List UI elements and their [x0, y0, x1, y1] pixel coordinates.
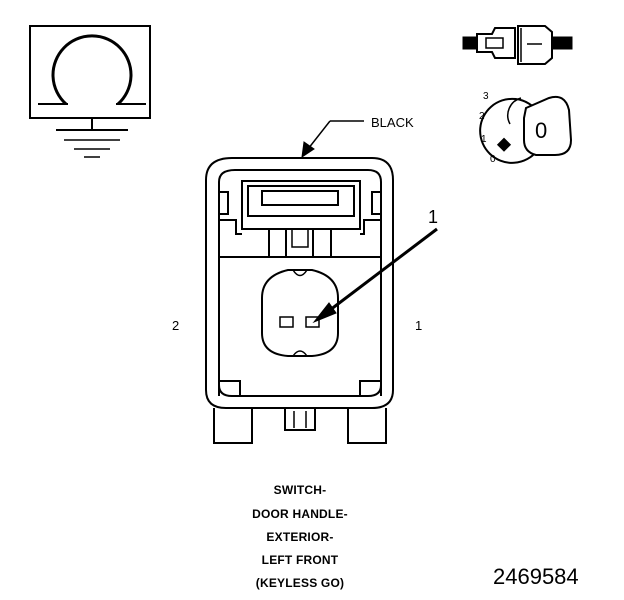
position-label-2: 2: [479, 111, 485, 122]
position-label-0: 0: [490, 154, 496, 165]
caption-line-4: LEFT FRONT: [261, 553, 339, 567]
key-symbol: 0: [535, 118, 547, 143]
color-leader-arrow: [301, 120, 364, 159]
caption-line-5: (KEYLESS GO): [255, 576, 345, 590]
pin-label-right: 1: [415, 318, 422, 333]
pin-label-left: 2: [172, 318, 179, 333]
connector-plug-icon: [462, 25, 573, 65]
connector-body: [205, 157, 394, 444]
caption-line-3: EXTERIOR-: [266, 530, 334, 544]
ground-symbol-icon: [29, 25, 151, 158]
figure-number: 2469584: [493, 564, 579, 589]
callout-number: 1: [428, 207, 438, 227]
position-label-3: 3: [483, 91, 489, 102]
caption-line-2: DOOR HANDLE-: [252, 507, 348, 521]
position-label-1: 1: [481, 134, 487, 145]
callout-arrow-icon: [312, 227, 438, 324]
connector-color-label: BLACK: [371, 115, 414, 130]
key-position-icon: [479, 95, 573, 164]
caption-line-1: SWITCH-: [273, 483, 327, 497]
